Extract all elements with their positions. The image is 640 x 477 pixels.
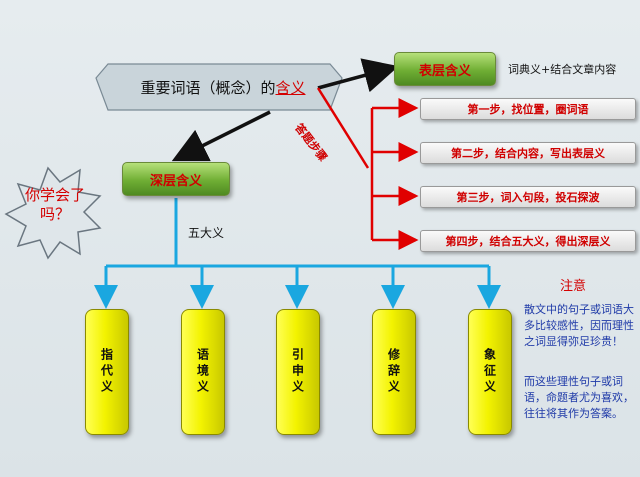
meaning-label-4: 修辞义 xyxy=(386,348,401,396)
meaning-box-4: 修辞义 xyxy=(372,309,416,435)
deep-meaning-box: 深层含义 xyxy=(122,162,230,196)
meaning-label-3: 引申义 xyxy=(290,348,305,396)
meaning-box-5: 象征义 xyxy=(468,309,512,435)
meaning-label-5: 象征义 xyxy=(482,348,497,396)
burst-shape xyxy=(4,166,102,260)
surface-meaning-box: 表层含义 xyxy=(394,52,496,86)
main-concept-hexagon xyxy=(95,63,343,111)
main-concept-text: 重要词语（概念）的 xyxy=(140,79,276,97)
surface-meaning-note: 词典义+结合文章内容 xyxy=(508,63,617,76)
step-4: 第四步，结合五大义，得出深层义 xyxy=(420,230,636,252)
burst-text: 你学会了吗？ xyxy=(24,186,85,223)
main-concept-highlight: 含义 xyxy=(275,79,306,97)
note-paragraph-2: 而这些理性句子或词语，命题者尤为喜欢，往往将其作为答案。 xyxy=(524,375,634,420)
step-2: 第二步，结合内容，写出表层义 xyxy=(420,142,636,164)
step-3: 第三步，词入句段，投石探波 xyxy=(420,186,636,208)
deep-meaning-label: 深层含义 xyxy=(149,173,202,189)
step-1: 第一步，找位置，圈词语 xyxy=(420,98,636,120)
meaning-label-1: 指代义 xyxy=(99,348,114,396)
note-title: 注意 xyxy=(560,279,587,294)
surface-meaning-label: 表层含义 xyxy=(418,63,471,79)
note-paragraph-1: 散文中的句子或词语大多比较感性，因而理性之词显得弥足珍贵！ xyxy=(524,303,634,348)
five-meanings-label: 五大义 xyxy=(188,226,225,240)
meaning-label-2: 语境义 xyxy=(195,348,210,396)
meaning-box-2: 语境义 xyxy=(181,309,225,435)
meaning-box-1: 指代义 xyxy=(85,309,129,435)
meaning-box-3: 引申义 xyxy=(276,309,320,435)
main-concept: 重要词语（概念）的含义 xyxy=(118,78,328,98)
